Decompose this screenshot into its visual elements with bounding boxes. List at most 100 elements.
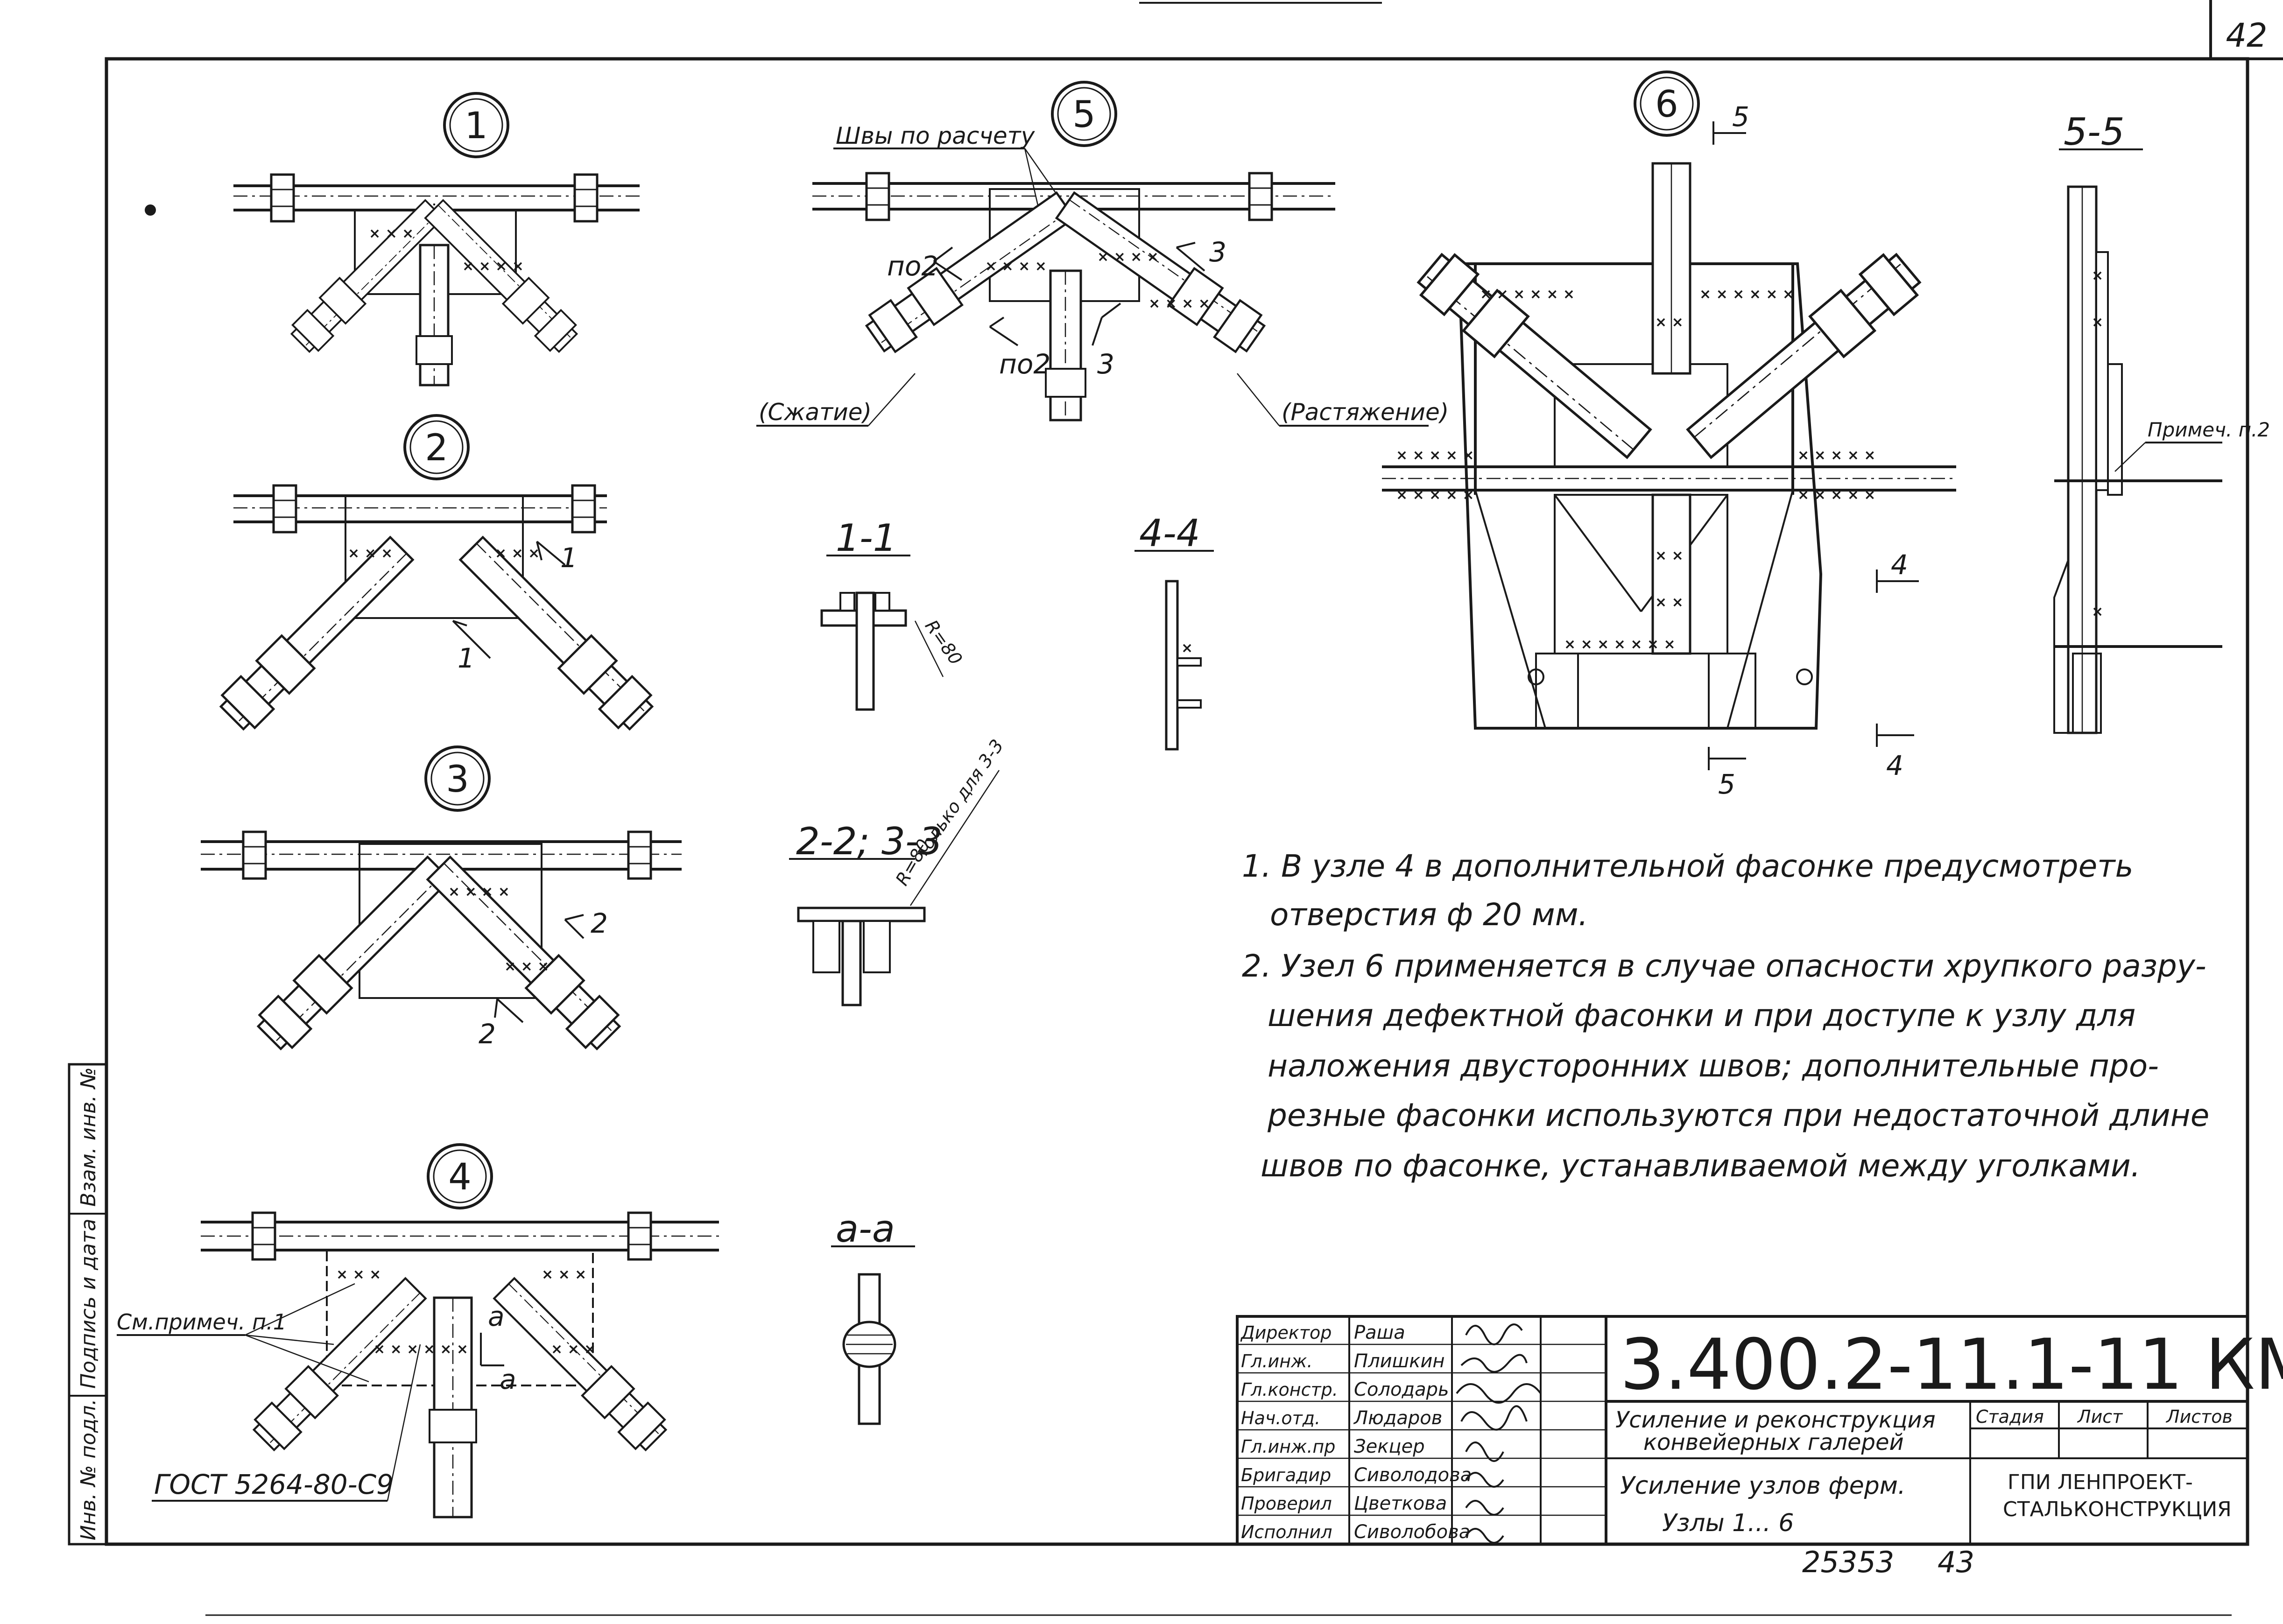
stamp-replaced-inv: Взам. инв. №	[77, 1067, 100, 1207]
section-4-4: 4-4 ×	[1134, 512, 1214, 751]
d5-tension: (Растяжение)	[1282, 399, 1449, 426]
svg-text:× × × ×: × × × ×	[1097, 249, 1159, 265]
tb-role-5: Гл.инж.пр	[1241, 1436, 1335, 1457]
tb-name-2: Плишкин	[1354, 1350, 1445, 1372]
tb-role-8: Исполнил	[1241, 1522, 1332, 1542]
s22-title: 2-2; 3-3	[796, 820, 943, 863]
section-2-2: 2-2; 3-3 только для 3-3 R=80	[789, 736, 1008, 1006]
d5-compression: (Сжатие)	[759, 399, 872, 426]
d3-mark-2a: 2	[591, 907, 608, 939]
svg-text:× × × ×: × × × ×	[448, 884, 510, 900]
title-block: Директор Гл.инж. Гл.констр. Нач.отд. Гл.…	[1236, 1315, 2283, 1579]
tb-sheet-title-2: Узлы 1... 6	[1662, 1509, 1794, 1537]
d5-mark-po2b: по2	[999, 348, 1050, 380]
section-1-1: 1-1 R=80	[820, 516, 966, 711]
tb-role-1: Директор	[1240, 1322, 1332, 1343]
detail-2: 2 × × × × × × 1 1	[216, 414, 657, 734]
d3-mark-2b: 2	[479, 1018, 496, 1050]
svg-text:× ×: × ×	[1655, 314, 1684, 330]
tb-project-line-2: конвейерных галерей	[1643, 1429, 1904, 1455]
tb-name-8: Сиволобова	[1354, 1521, 1470, 1543]
svg-text:× × × × ×: × × × × ×	[1797, 487, 1875, 503]
sheet-number: 42	[2226, 16, 2267, 55]
d5-mark-po2a: по2	[887, 250, 938, 282]
svg-text:× × ×: × × ×	[348, 545, 393, 562]
svg-text:× × × × × ×: × × × × × ×	[1699, 286, 1794, 302]
d5-mark-3b: 3	[1209, 236, 1226, 268]
svg-text:×: ×	[2092, 314, 2103, 330]
tb-project-line-1: Усиление и реконструкция	[1615, 1407, 1936, 1433]
note-2-line-2: шения дефектной фасонки и при доступе к …	[1268, 998, 2135, 1033]
d6-mark-5b: 5	[1718, 768, 1735, 800]
svg-text:× × ×: × × ×	[504, 958, 549, 975]
svg-text:×: ×	[2092, 604, 2103, 620]
detail-4-label: 4	[448, 1156, 472, 1198]
tb-code: 3.400.2-11.1-11 КМ	[1620, 1324, 2283, 1406]
detail-6-label: 6	[1655, 84, 1678, 126]
d5-mark-3a: 3	[1097, 348, 1114, 380]
s55-title: 5-5	[2064, 110, 2125, 154]
detail-5-label: 5	[1072, 94, 1096, 136]
note-2-line-1: 2. Узел 6 применяется в случае опасности…	[1242, 948, 2206, 984]
svg-text:× × × × × × ×: × × × × × × ×	[1564, 636, 1676, 653]
tb-archive-sheet: 43	[1938, 1545, 1974, 1579]
svg-text:× × ×: × × ×	[369, 225, 414, 242]
d5-welds-note: Швы по расчету	[836, 122, 1036, 149]
detail-5: 5 Швы по расчету × × × × × × × × × × × ×…	[756, 81, 1449, 427]
svg-text:× × × ×: × × × ×	[985, 258, 1047, 274]
svg-text:×: ×	[1181, 640, 1193, 656]
svg-text:× × ×: × × ×	[551, 1341, 596, 1357]
svg-text:× × × × ×: × × × × ×	[1396, 447, 1474, 464]
svg-text:× × × × × ×: × × × × × ×	[1480, 286, 1575, 302]
tb-name-3: Солодарь	[1354, 1379, 1449, 1400]
note-1-line-2: отверстия ф 20 мм.	[1270, 897, 1588, 933]
detail-3: 3 × × × × × × × 2 2	[201, 745, 682, 1054]
svg-text:× ×: × ×	[1655, 548, 1684, 564]
tb-name-7: Цветкова	[1354, 1493, 1447, 1514]
d4-mark-a1: а	[488, 1301, 505, 1332]
svg-text:× ×: × ×	[1655, 594, 1684, 611]
detail-2-label: 2	[425, 427, 448, 469]
notes: 1. В узле 4 в дополнительной фасонке пре…	[1242, 848, 2209, 1184]
tb-role-6: Бригадир	[1241, 1465, 1331, 1485]
svg-text:× × × × ×: × × × × ×	[1396, 487, 1474, 503]
tb-role-3: Гл.констр.	[1241, 1379, 1338, 1400]
tb-role-7: Проверил	[1241, 1493, 1332, 1514]
svg-text:× × ×: × × ×	[542, 1266, 586, 1283]
tb-name-1: Раша	[1354, 1322, 1405, 1343]
svg-text:×: ×	[2092, 267, 2103, 284]
detail-1: 1 × × × × × × ×	[233, 92, 640, 387]
detail-6: 6 5 × × × × × × × × × × × × × × × × × × …	[1382, 70, 1956, 800]
signatures	[1456, 1323, 1542, 1544]
saa-title: а-а	[836, 1207, 895, 1251]
detail-3-label: 3	[446, 759, 469, 801]
svg-text:× × ×: × × ×	[495, 545, 540, 562]
detail-1-label: 1	[465, 105, 488, 147]
section-a-a: а-а	[831, 1207, 915, 1425]
d4-gost: ГОСТ 5264-80-С9	[154, 1469, 394, 1500]
tb-col-sheets: Листов	[2165, 1406, 2233, 1427]
tb-role-2: Гл.инж.	[1241, 1351, 1312, 1371]
svg-text:× × × × ×: × × × × ×	[1797, 447, 1875, 464]
d6-mark-4b: 4	[1886, 750, 1903, 781]
note-1-line-1: 1. В узле 4 в дополнительной фасонке пре…	[1242, 848, 2134, 884]
d6-mark-5a: 5	[1732, 101, 1749, 133]
svg-text:× × × × × ×: × × × × × ×	[373, 1341, 468, 1357]
tb-org-line-1: ГПИ ЛЕНПРОЕКТ-	[2008, 1470, 2193, 1494]
s11-radius: R=80	[921, 616, 966, 669]
tb-name-5: Зекцер	[1354, 1436, 1425, 1457]
d4-mark-a2: а	[500, 1364, 516, 1395]
s11-title: 1-1	[836, 516, 897, 560]
tb-sheet-title-1: Усиление узлов ферм.	[1620, 1472, 1905, 1500]
tb-name-4: Людаров	[1353, 1407, 1442, 1429]
svg-text:× × × ×: × × × ×	[1149, 295, 1210, 312]
stamp-signature-date: Подпись и дата	[77, 1219, 100, 1389]
detail-4: 4 × × × × × × × × × × × × × × × См.приме…	[117, 1143, 719, 1519]
tb-name-6: Сиволодова	[1354, 1464, 1472, 1486]
d2-mark-1b: 1	[458, 642, 475, 674]
svg-text:× × ×: × × ×	[336, 1266, 381, 1283]
tb-org-line-2: СТАЛЬКОНСТРУКЦИЯ	[2003, 1497, 2232, 1521]
side-stamp: Инв. № подл. Подпись и дата Взам. инв. №	[68, 1063, 108, 1546]
d2-mark-1a: 1	[560, 542, 578, 574]
